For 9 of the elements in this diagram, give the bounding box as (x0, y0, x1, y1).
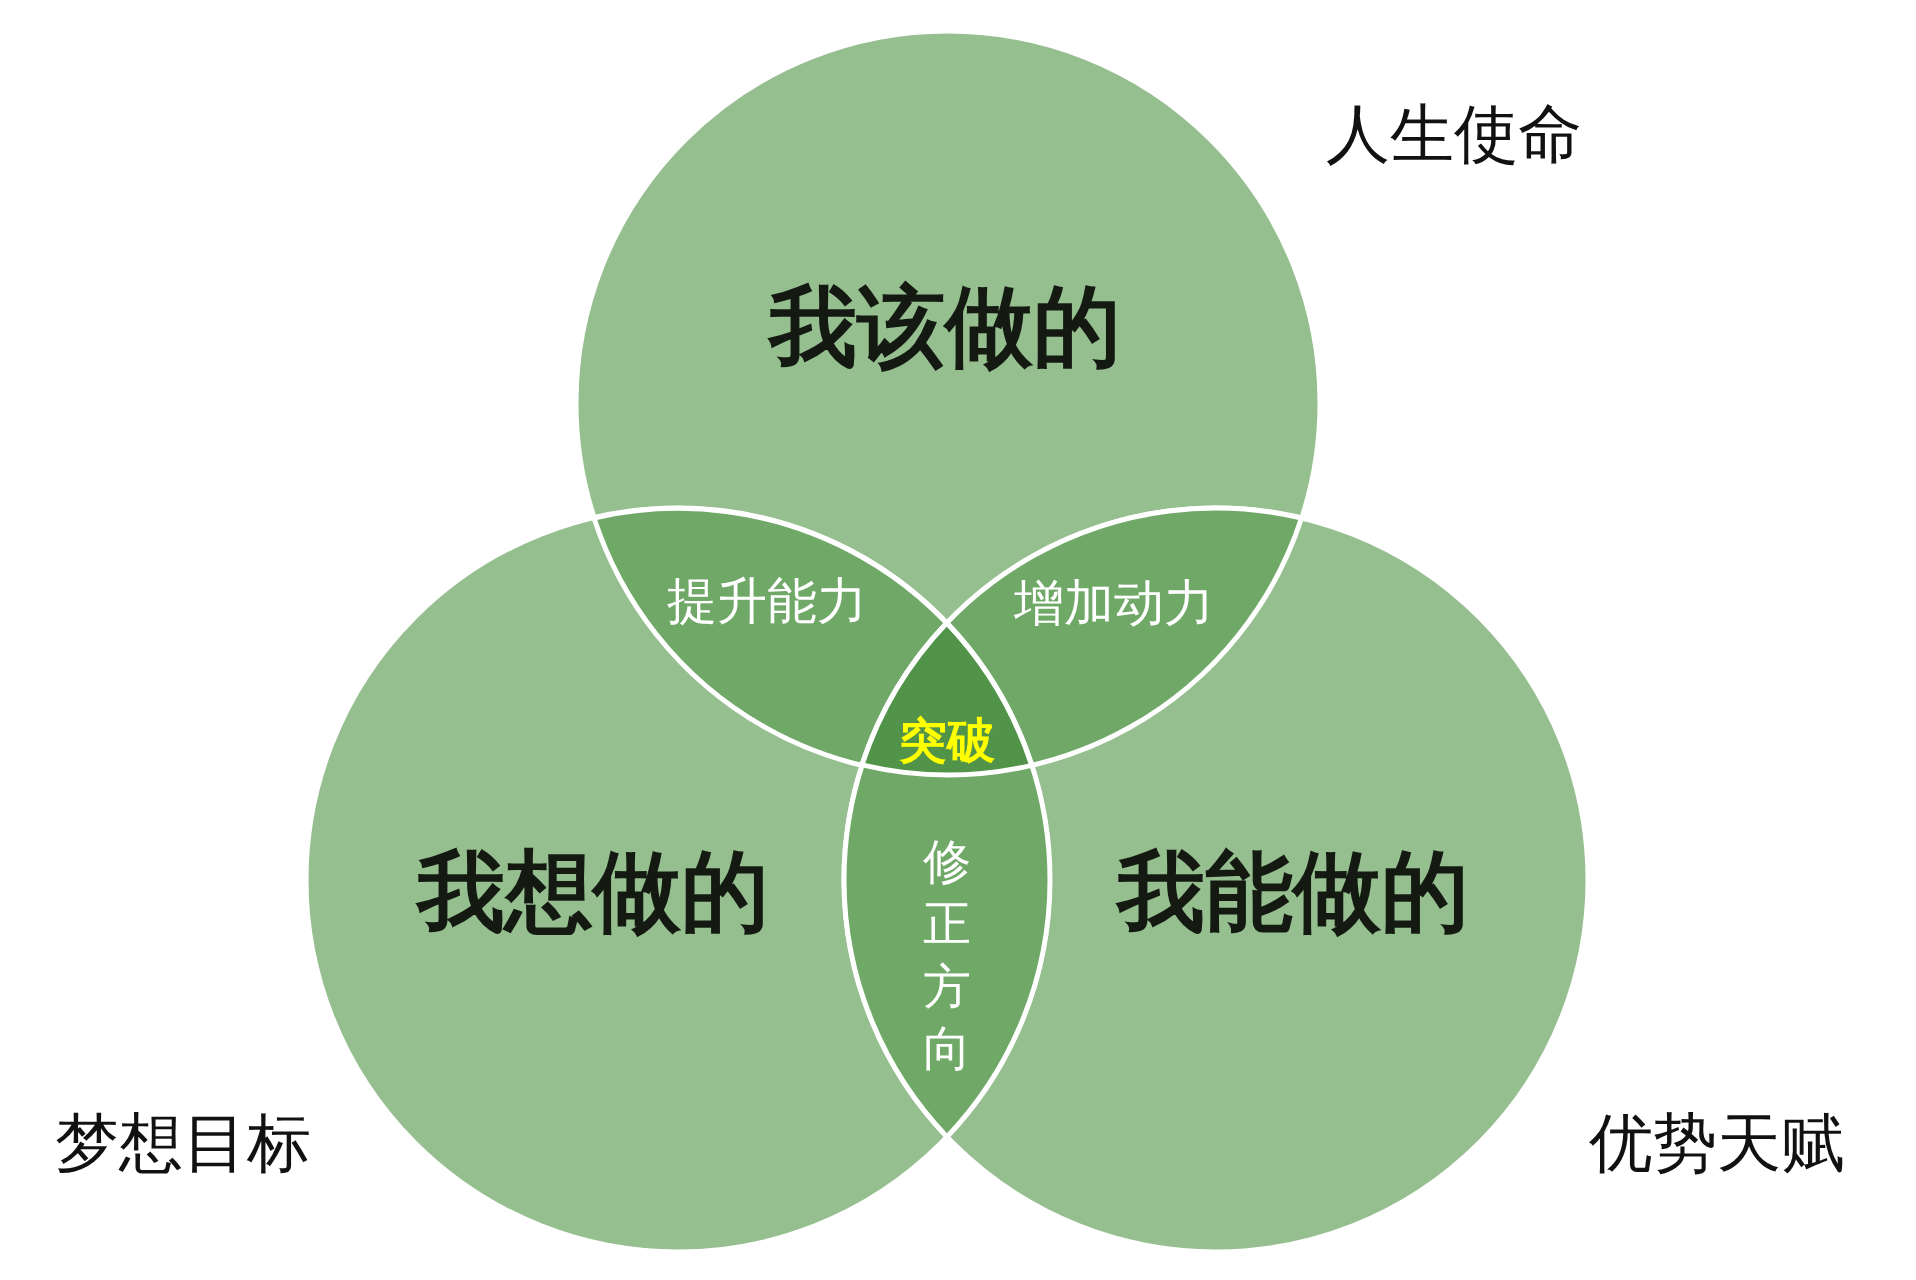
region-label: 我能做的 (1117, 848, 1469, 936)
outer-label: 梦想目标 (55, 1111, 311, 1175)
region-label: 修正方向 (923, 832, 971, 1079)
region-label: 突破 (899, 716, 995, 764)
region-label: 提升能力 (667, 576, 867, 626)
region-label: 增加动力 (1014, 578, 1214, 628)
outer-label: 优势天赋 (1589, 1111, 1845, 1175)
region-label: 我想做的 (417, 848, 769, 936)
outer-label: 人生使命 (1326, 102, 1582, 166)
